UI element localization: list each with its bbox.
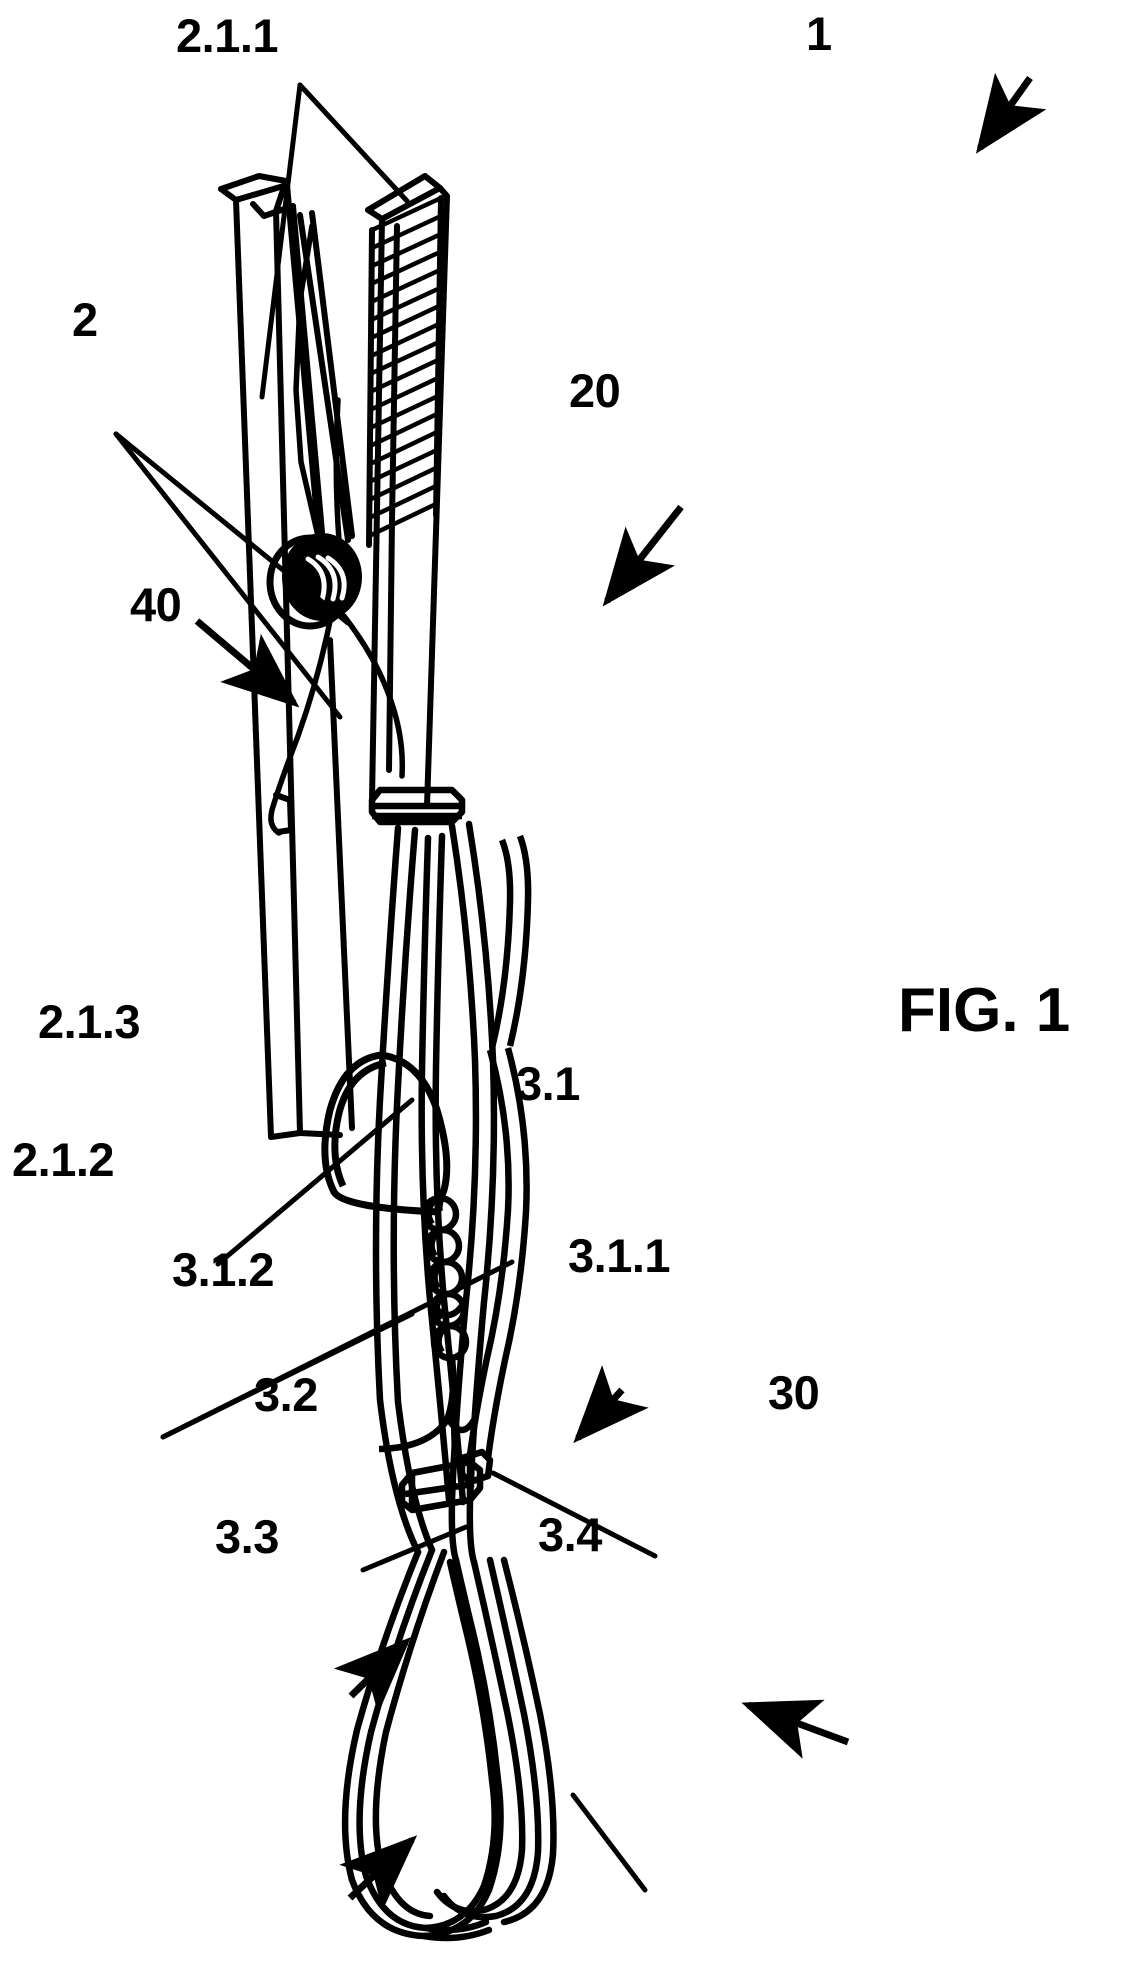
ribbed-gripping-face xyxy=(366,195,444,539)
ref-label-2-1-1: 2.1.1 xyxy=(176,9,279,62)
leader-40 xyxy=(194,618,300,708)
leader-3-2 xyxy=(333,1637,411,1714)
leader-2-1-3 xyxy=(215,1097,415,1267)
torsion-spring-coil xyxy=(266,533,362,630)
strap-collar-wrap xyxy=(368,786,466,826)
leader-3-3 xyxy=(339,1835,418,1911)
leader-3-1 xyxy=(573,1365,649,1444)
ref-label-2-1-3: 2.1.3 xyxy=(38,995,141,1048)
ref-label-3-3: 3.3 xyxy=(215,1510,279,1563)
leader-30 xyxy=(741,1699,850,1759)
ribbed-face-border xyxy=(366,195,444,548)
ref-label-20: 20 xyxy=(569,364,621,417)
ref-label-3-1: 3.1 xyxy=(516,1057,580,1110)
spring-wire-arms xyxy=(268,223,406,836)
strap-clasp-tip xyxy=(458,1448,494,1486)
leader-3-1-2 xyxy=(360,1524,469,1573)
leader-2-1-1 xyxy=(259,82,410,400)
ref-label-1: 1 xyxy=(806,7,832,60)
strap-band xyxy=(372,820,498,1566)
strap-clasp-buckle xyxy=(398,1458,484,1514)
leader-2 xyxy=(113,431,351,720)
spring-coil-turns xyxy=(305,554,347,603)
strap-inner-loop xyxy=(466,834,532,1459)
leader-2-1-2 xyxy=(160,1259,515,1440)
ref-label-3-1-1: 3.1.1 xyxy=(568,1229,671,1282)
ref-label-2-1-2: 2.1.2 xyxy=(12,1133,115,1186)
figure-caption: FIG. 1 xyxy=(898,976,1071,1045)
leader-1 xyxy=(975,72,1047,154)
ref-label-40: 40 xyxy=(130,578,182,631)
spring-coil-ring xyxy=(266,534,354,630)
ref-label-3-4: 3.4 xyxy=(538,1508,602,1561)
ref-label-3-2: 3.2 xyxy=(254,1368,318,1421)
leader-3-4 xyxy=(570,1792,648,1893)
ref-label-3-1-2: 3.1.2 xyxy=(172,1243,275,1296)
ref-label-2: 2 xyxy=(72,293,98,346)
leader-20 xyxy=(602,504,684,607)
ref-label-30: 30 xyxy=(768,1366,820,1419)
leader-3-1-1 xyxy=(490,1470,658,1559)
